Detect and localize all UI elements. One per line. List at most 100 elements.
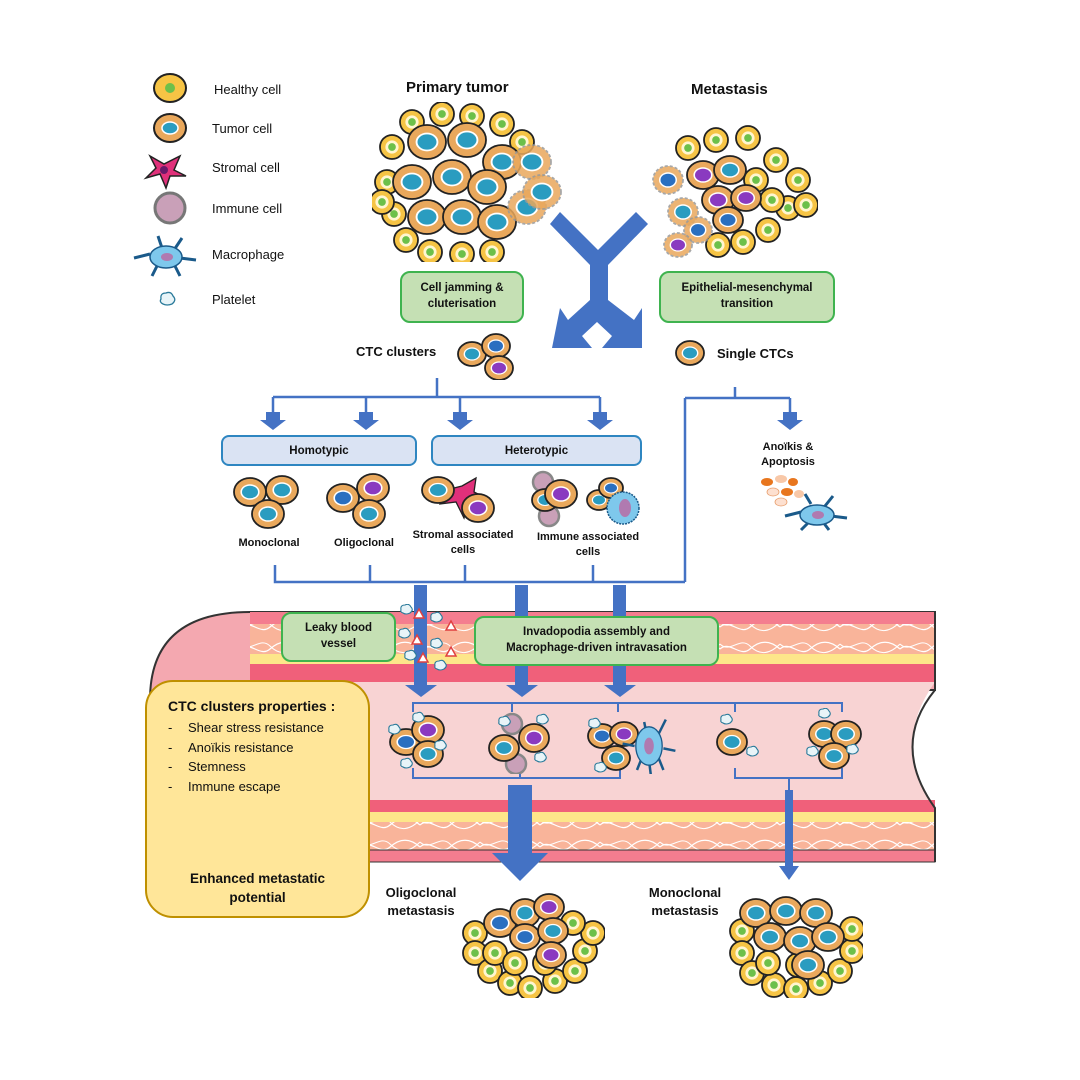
legend-label: Stromal cell <box>212 160 280 175</box>
platelet <box>846 743 859 755</box>
tumor-cell <box>533 893 565 921</box>
healthy-cell <box>705 232 731 258</box>
emt-line1: Epithelial-mesenchymal <box>681 282 813 295</box>
healthy-cell <box>379 134 405 160</box>
tumor-cell <box>716 728 748 756</box>
healthy-cell <box>761 972 787 998</box>
tumor-cell <box>488 734 520 762</box>
oligoclonal-label: Oligoclonal <box>334 537 394 549</box>
tumor-cell <box>769 896 803 926</box>
tumor-cell <box>326 483 360 513</box>
property-item: -Shear stress resistance <box>168 720 324 735</box>
oligoclonal-metastasis-label: Oligoclonal metastasis <box>376 884 466 919</box>
tumor-cell <box>675 340 705 366</box>
healthy-cell <box>372 189 395 215</box>
tumor-cell <box>392 164 432 200</box>
tumor-cell <box>509 898 541 928</box>
healthy-cell <box>449 241 475 262</box>
platelet <box>536 713 549 725</box>
oligoclonal-cluster-icon <box>326 473 390 529</box>
primary-tumor-title: Primary tumor <box>406 79 509 96</box>
metastasis-title: Metastasis <box>691 81 768 98</box>
healthy-cell <box>517 975 543 998</box>
healthy-cell-icon <box>153 73 187 103</box>
healthy-cell <box>763 147 789 173</box>
healthy-cell <box>429 102 455 127</box>
monoclonal-metastasis-line1: Monoclonal <box>648 885 722 900</box>
tumor-cell <box>811 922 845 952</box>
healthy-cell <box>489 111 515 137</box>
tumor-cell <box>467 169 507 205</box>
monoclonal-label: Monoclonal <box>238 537 300 549</box>
healthy-cell <box>755 950 781 976</box>
apoptosis-illustration <box>761 475 848 532</box>
monoclonal-cluster-icon <box>233 475 299 529</box>
legend-label: Tumor cell <box>212 121 273 136</box>
immune-associated-label: Immune associated cells <box>528 530 648 560</box>
healthy-cell <box>479 239 505 262</box>
tumor-cell <box>537 917 569 945</box>
tumor-cell <box>522 174 562 210</box>
healthy-cell <box>462 940 488 966</box>
tumor-cell <box>799 898 833 928</box>
platelet-icon <box>159 291 176 306</box>
rbc-fragment <box>444 619 458 631</box>
platelet <box>498 715 511 727</box>
platelet <box>434 739 447 751</box>
tumor-cell <box>481 333 511 359</box>
invadopodia-line1: Invadopodia assembly and <box>523 626 670 639</box>
tumor-cell <box>739 898 773 928</box>
legend-label: Platelet <box>212 292 256 307</box>
platelet <box>412 711 425 723</box>
monoclonal-metastasis-line2: metastasis <box>651 902 719 918</box>
ctc-properties-box: CTC clusters properties : -Shear stress … <box>145 680 370 918</box>
tumor-cell <box>411 715 445 745</box>
platelet <box>588 717 601 729</box>
tumor-cell <box>512 144 552 180</box>
tumor-cell <box>830 720 862 748</box>
property-item: -Immune escape <box>168 778 281 794</box>
circulating-ctcs <box>388 708 862 774</box>
healthy-cell <box>502 950 528 976</box>
cluster-branch-lines <box>271 378 792 584</box>
healthy-cell <box>703 127 729 153</box>
tumor-cell <box>461 493 495 523</box>
healthy-cell <box>580 920 605 946</box>
anoikis-label: Anoïkis & Apoptosis <box>752 440 824 471</box>
extravasation-arrows <box>492 785 799 881</box>
properties-title: CTC clusters properties : <box>168 698 336 714</box>
oligoclonal-metastasis-illustration <box>462 893 605 998</box>
stromal-associated-line1: Stromal associated <box>412 529 514 541</box>
tumor-cell <box>509 923 541 951</box>
healthy-cell <box>793 192 818 218</box>
tumor-cell <box>598 477 624 499</box>
platelet <box>434 659 447 671</box>
rbc-fragment <box>444 645 458 657</box>
tumor-cell <box>457 341 487 367</box>
immune-cell-icon <box>153 191 187 225</box>
single-ctc-icon <box>675 340 705 366</box>
cell-jamming-box: Cell jamming &cluterisation <box>400 271 524 323</box>
macrophage-icon <box>784 493 848 532</box>
stromal-associated-cluster-icon <box>421 476 495 523</box>
tumor-cell <box>683 216 713 244</box>
tumor-cell <box>713 155 747 185</box>
ctc-clusters-label: CTC clusters <box>356 344 437 359</box>
metastasis-illustration <box>652 125 818 258</box>
legend-label: Healthy cell <box>214 82 282 97</box>
tumor-cell <box>483 908 517 938</box>
tumor-cell <box>352 499 386 529</box>
tumor-cell-icon <box>153 113 187 143</box>
healthy-cell <box>462 920 488 946</box>
heterotypic-label: Heterotypic <box>504 444 569 457</box>
tumor-cell <box>791 950 825 980</box>
platelet <box>806 745 819 757</box>
platelet <box>746 745 759 757</box>
platelet <box>404 649 417 661</box>
stromal-associated-label: Stromal associated cells <box>405 528 521 558</box>
rbc-fragment <box>412 607 426 619</box>
healthy-cell <box>459 103 485 129</box>
oligoclonal-metastasis-line2: metastasis <box>387 902 455 918</box>
platelet <box>398 627 411 639</box>
